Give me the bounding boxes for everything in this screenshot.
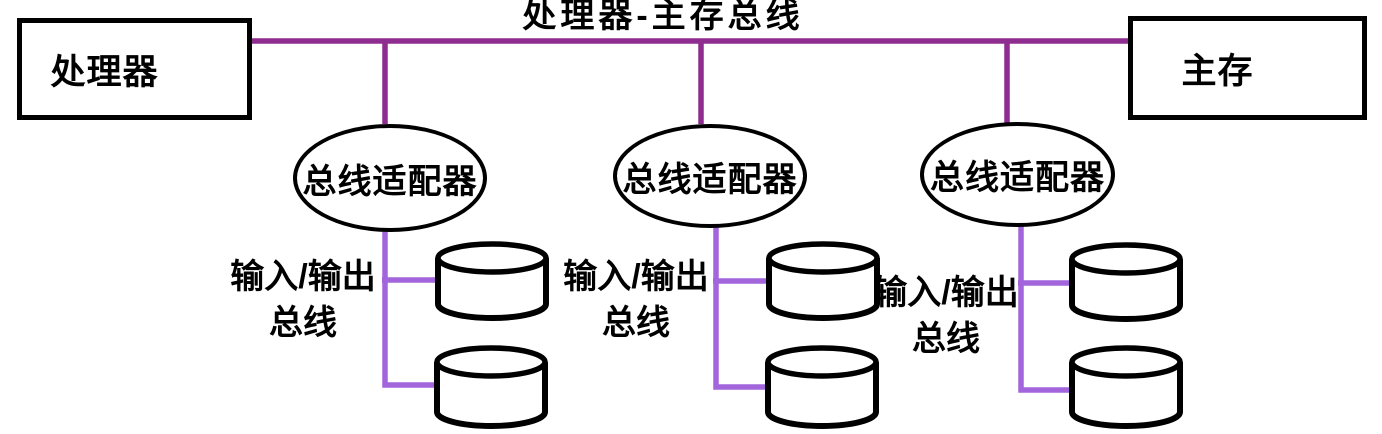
io-bus-label-line1: 输入/输出 bbox=[230, 258, 376, 296]
bus-adapter-label: 总线适配器 bbox=[302, 162, 478, 201]
io-bus-label-line1: 输入/输出 bbox=[563, 258, 709, 296]
memory-label: 主存 bbox=[1181, 51, 1254, 91]
bus-adapter-node-3: 总线适配器 bbox=[920, 122, 1115, 227]
io-bus-label-line2: 总线 bbox=[912, 320, 980, 358]
bus-adapter-node-2: 总线适配器 bbox=[613, 124, 807, 228]
io-bus-line-3 bbox=[1018, 225, 1074, 393]
processor-box: 处理器 bbox=[17, 18, 252, 120]
io-bus-label-line2: 总线 bbox=[269, 304, 337, 342]
io-bus-label-line2: 总线 bbox=[602, 304, 670, 342]
disk-cylinder-1b bbox=[434, 345, 548, 429]
io-bus-label-2: 输入/输出 总线 bbox=[544, 254, 728, 346]
disk-cylinder-1a bbox=[435, 241, 549, 321]
io-bus-label-3: 输入/输出 总线 bbox=[854, 270, 1038, 362]
disk-cylinder-2b bbox=[765, 345, 879, 429]
memory-box: 主存 bbox=[1128, 16, 1367, 120]
bus-title: 处理器-主存总线 bbox=[463, 0, 863, 35]
disk-cylinder-3a bbox=[1069, 242, 1183, 322]
processor-label: 处理器 bbox=[50, 52, 159, 92]
disk-cylinder-3b bbox=[1069, 345, 1183, 429]
bus-adapter-label: 总线适配器 bbox=[930, 159, 1105, 197]
bus-adapter-node-1: 总线适配器 bbox=[293, 124, 487, 232]
io-bus-label-1: 输入/输出 总线 bbox=[211, 254, 395, 346]
disk-cylinder-2a bbox=[766, 241, 880, 321]
bus-title-label: 处理器-主存总线 bbox=[522, 0, 804, 35]
bus-adapter-label: 总线适配器 bbox=[622, 160, 798, 199]
io-bus-label-line1: 输入/输出 bbox=[873, 274, 1019, 312]
